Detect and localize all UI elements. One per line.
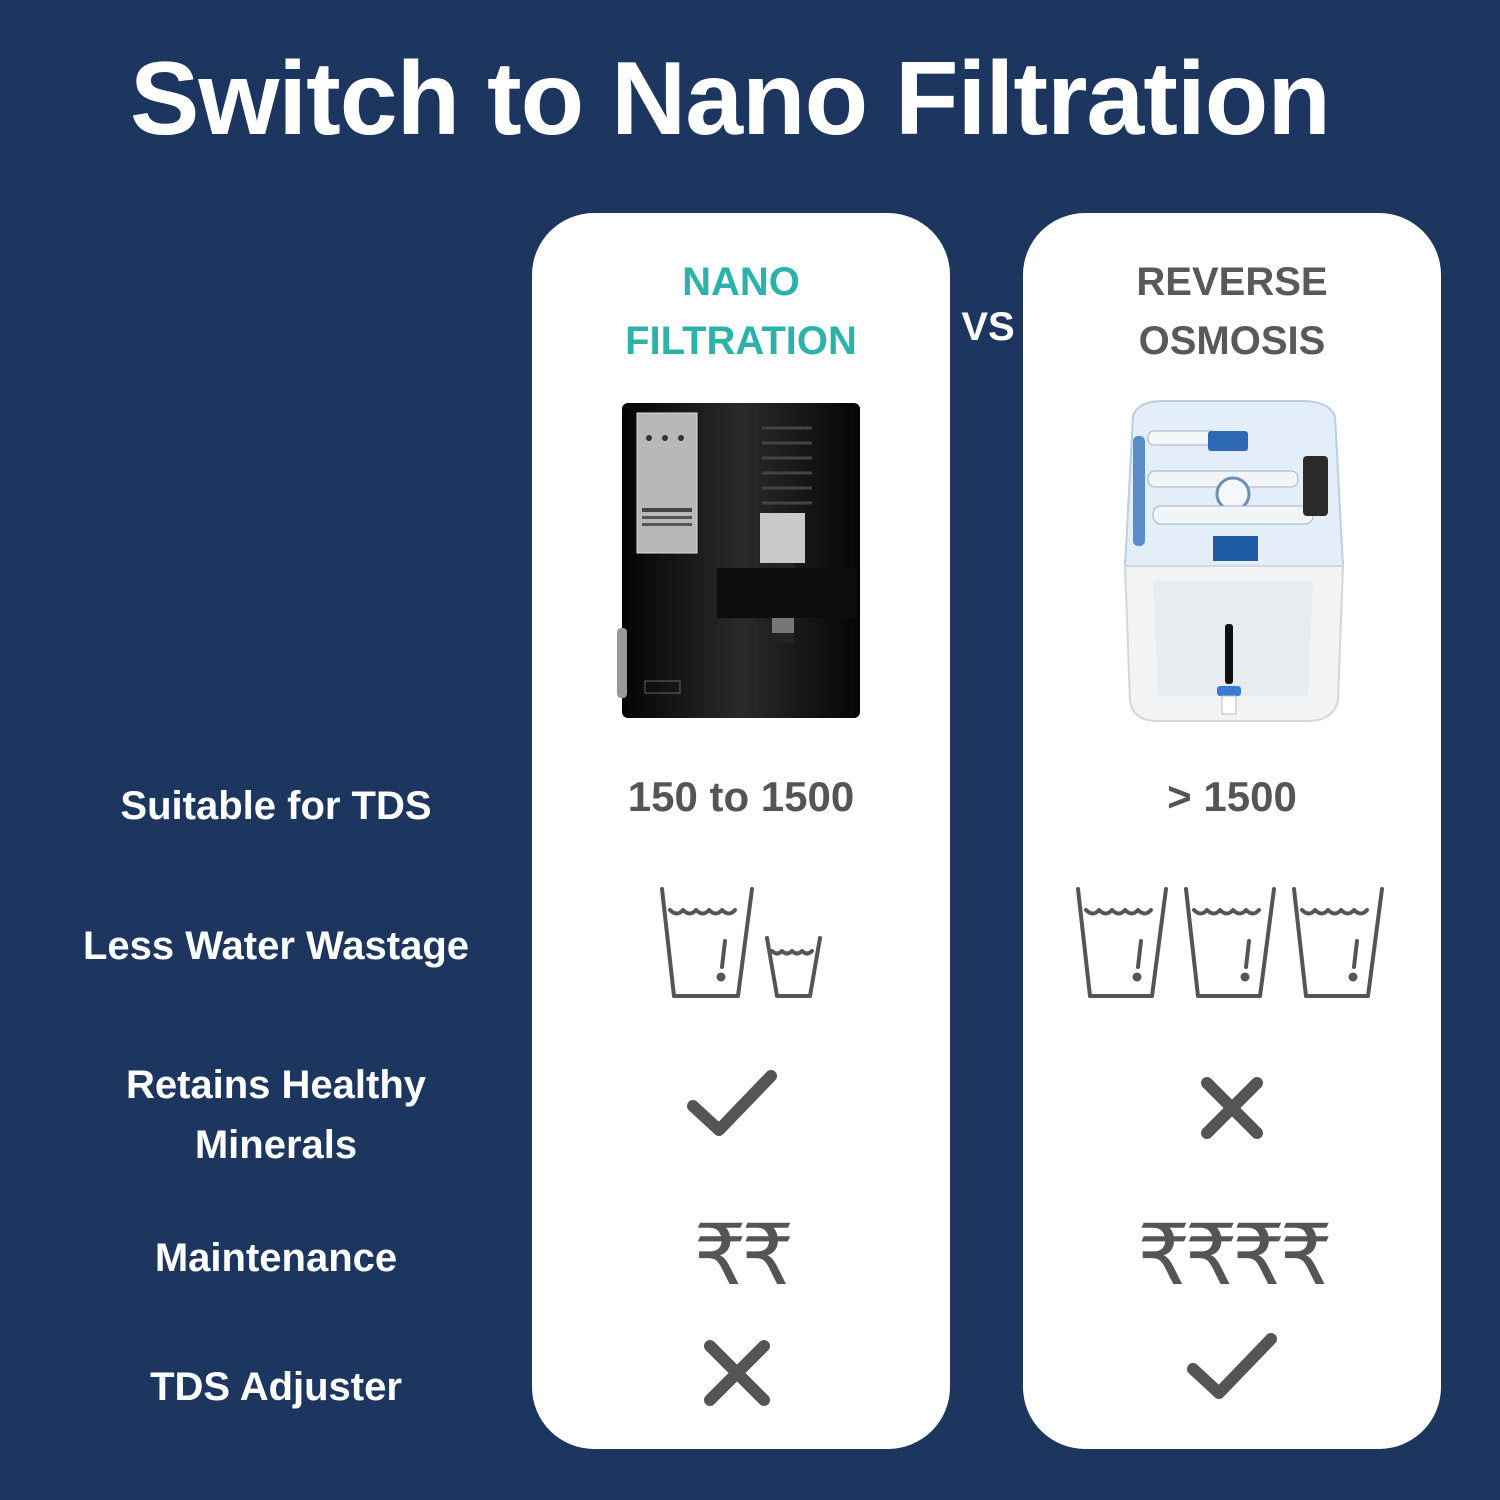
row-label-maintenance: Maintenance: [154, 1236, 398, 1280]
reverse-osmosis-card: REVERSE OSMOSIS > 1500: [1023, 213, 1441, 1449]
nano-heading-line1: NANO: [682, 260, 800, 304]
ro-heading-line1: REVERSE: [1136, 260, 1328, 304]
ro-heading-line2: OSMOSIS: [1138, 319, 1326, 363]
ro-water-glass-icons: [1076, 887, 1384, 998]
nano-heading: NANO FILTRATION: [532, 253, 950, 371]
ro-maintenance-rupees: ₹₹₹₹: [1137, 1206, 1333, 1304]
ro-heading: REVERSE OSMOSIS: [1023, 253, 1441, 371]
nano-minerals-check-icon: [687, 1070, 777, 1136]
nano-tds-adjuster-cross-icon: [704, 1340, 770, 1406]
row-label-minerals: Retains Healthy Minerals: [40, 1055, 512, 1175]
page-title: Switch to Nano Filtration: [130, 41, 1331, 157]
ro-tds-value: > 1500: [1167, 773, 1297, 820]
nano-tds-value: 150 to 1500: [627, 773, 855, 820]
nano-filtration-card: NANO FILTRATION: [532, 213, 950, 1449]
nano-water-glass-icons: [660, 887, 822, 998]
row-label-adjuster: TDS Adjuster: [150, 1365, 402, 1409]
nano-purifier-image: [617, 403, 860, 718]
nano-heading-line2: FILTRATION: [625, 319, 857, 363]
vs-label: VS: [961, 305, 1015, 349]
ro-tds-adjuster-check-icon: [1187, 1333, 1277, 1399]
row-label-wastage: Less Water Wastage: [82, 924, 470, 968]
row-label-minerals-line1: Retains Healthy: [125, 1063, 427, 1107]
nano-maintenance-rupees: ₹₹: [693, 1206, 795, 1304]
row-label-minerals-line2: Minerals: [194, 1123, 358, 1167]
ro-purifier-image: [1123, 400, 1345, 722]
row-label-tds: Suitable for TDS: [120, 784, 432, 828]
ro-minerals-cross-icon: [1201, 1077, 1263, 1139]
